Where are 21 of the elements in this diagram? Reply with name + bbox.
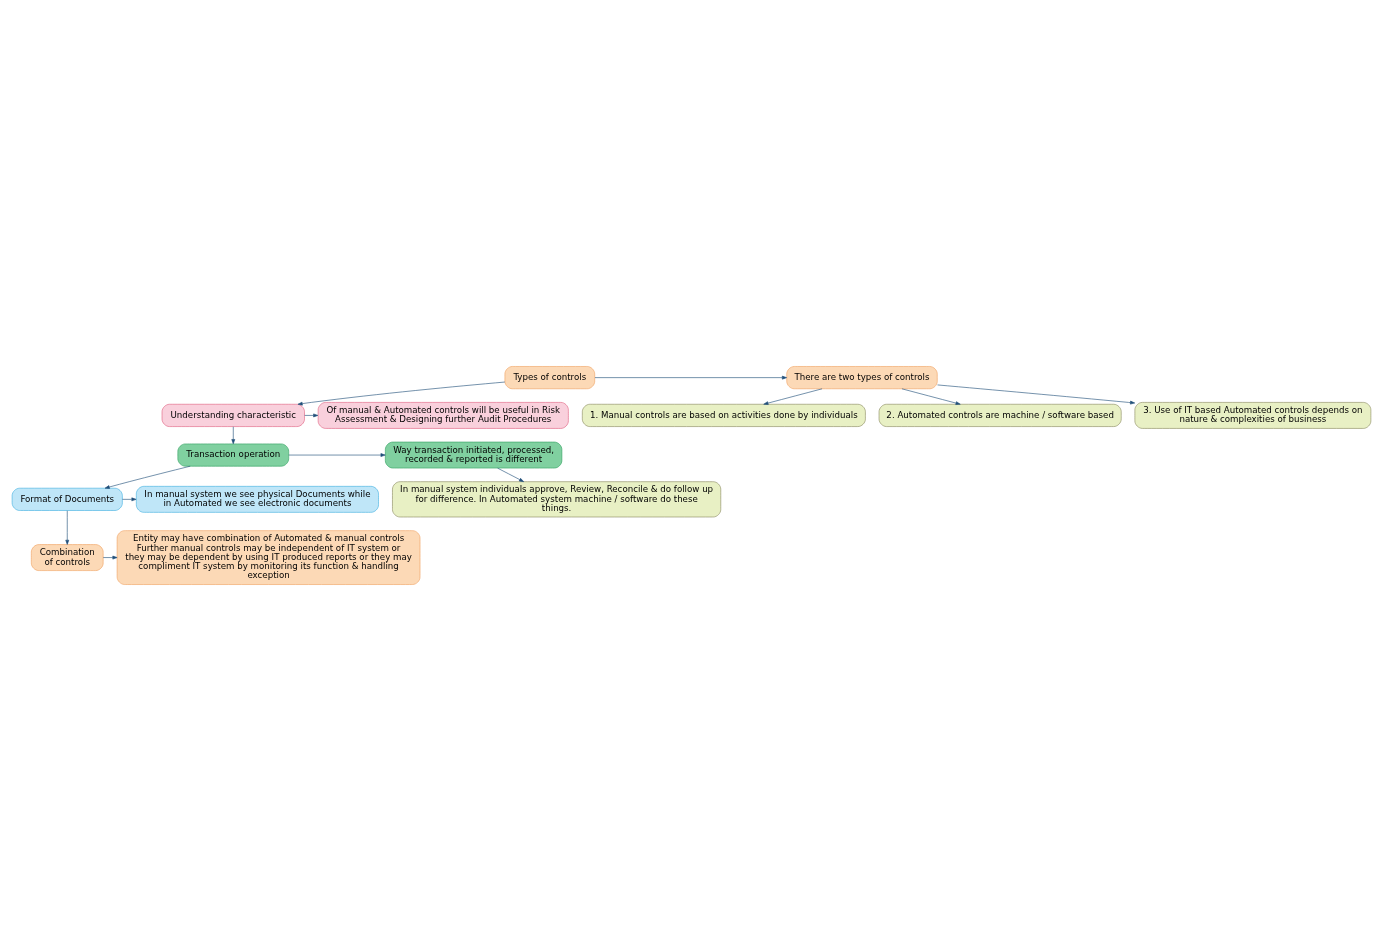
- arrow: [594, 375, 787, 380]
- node-box: Types of controls: [504, 366, 595, 390]
- node-box: Combination of controls: [31, 544, 104, 571]
- arrow: [102, 555, 118, 560]
- node-box: 3. Use of IT based Automated controls depends on nature & complexities of business: [1134, 402, 1372, 429]
- node-box: Entity may have combination of Automated & manual controls Further manual controls may be independent of IT system or they may be dependent by using IT produced reports or they may compliment IT system by monitoring its function & handling exception: [116, 530, 421, 585]
- arrow: [497, 467, 524, 482]
- arrow: [65, 510, 70, 545]
- arrow: [937, 384, 1136, 405]
- node-box: In manual system we see physical Documents while in Automated we see electronic documents: [136, 486, 379, 513]
- node-box: In manual system individuals approve, Review, Reconcile & do follow up for difference. In Automated system machine / software do these things.: [392, 481, 722, 518]
- node-box: Transaction operation: [177, 443, 289, 467]
- arrow: [304, 413, 319, 418]
- node-box: There are two types of controls: [786, 366, 938, 390]
- node-box: Of manual & Automated controls will be useful in Risk Assessment & Designing further Audit Procedures: [317, 402, 569, 429]
- arrow: [104, 465, 191, 489]
- arrow: [297, 381, 506, 406]
- arrow: [288, 453, 386, 457]
- node-box: Way transaction initiated, processed, recorded & reported is different: [385, 441, 563, 469]
- arrow: [231, 426, 236, 445]
- arrow: [122, 497, 137, 502]
